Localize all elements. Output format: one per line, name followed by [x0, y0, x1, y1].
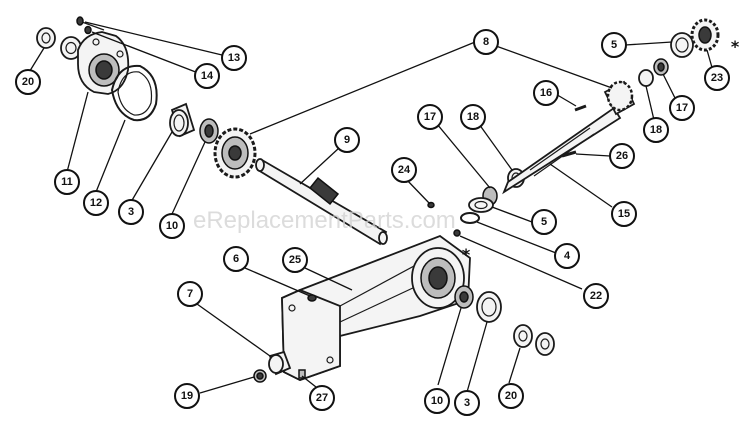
callout-10-top: 10 — [159, 213, 185, 239]
svg-text:16: 16 — [540, 87, 552, 99]
bearing-cone-part-17-right — [653, 58, 669, 76]
svg-text:25: 25 — [289, 254, 301, 266]
callout-20-bottom: 20 — [498, 383, 524, 409]
gasket-part-12 — [110, 64, 158, 122]
svg-text:23: 23 — [711, 72, 723, 84]
svg-text:9: 9 — [344, 134, 350, 146]
seal-part-5-right — [670, 32, 694, 58]
bearing-cup-part-3-top — [169, 102, 196, 138]
callout-23: 23 — [704, 65, 730, 91]
svg-text:4: 4 — [564, 250, 571, 262]
callout-16: 16 — [533, 80, 559, 106]
callout-17-mid: 17 — [417, 104, 443, 130]
ring-part-4 — [460, 212, 480, 224]
callout-18-right: 18 — [643, 117, 669, 143]
svg-text:19: 19 — [181, 390, 193, 402]
svg-text:10: 10 — [166, 220, 178, 232]
svg-text:15: 15 — [618, 208, 630, 220]
svg-text:26: 26 — [616, 150, 628, 162]
worm-shaft-part-15 — [502, 106, 622, 195]
screw-part-13 — [76, 16, 105, 31]
callout-8: 8 — [473, 29, 499, 55]
housing-part-25 — [281, 234, 471, 381]
callout-3-bottom: 3 — [454, 390, 480, 416]
washer-part-14 — [84, 25, 92, 35]
pin-part-16 — [574, 104, 587, 112]
gear-part-8-left — [213, 127, 257, 179]
svg-text:17: 17 — [424, 111, 436, 123]
asterisk-mark-housing: * — [462, 245, 471, 264]
callout-5-mid: 5 — [531, 209, 557, 235]
svg-text:24: 24 — [398, 164, 411, 176]
callout-26: 26 — [609, 143, 635, 169]
svg-text:10: 10 — [431, 395, 443, 407]
svg-text:27: 27 — [316, 392, 328, 404]
svg-text:3: 3 — [464, 397, 470, 409]
pin-part-26 — [561, 150, 577, 158]
callout-19: 19 — [174, 383, 200, 409]
svg-text:5: 5 — [541, 216, 547, 228]
pin-part-6 — [307, 294, 317, 302]
plug-part-22 — [453, 229, 461, 237]
callout-12: 12 — [83, 190, 109, 216]
svg-text:8: 8 — [483, 36, 489, 48]
svg-text:22: 22 — [590, 290, 602, 302]
bearing-cone-part-10-bottom — [454, 285, 474, 309]
svg-text:11: 11 — [61, 176, 73, 188]
bearing-cone-part-10-top — [199, 118, 219, 144]
bearing-cap-part-11 — [77, 31, 130, 95]
callout-7: 7 — [177, 281, 203, 307]
callout-6: 6 — [223, 246, 249, 272]
callout-17-right: 17 — [669, 95, 695, 121]
callout-10-bottom: 10 — [424, 388, 450, 414]
callout-13: 13 — [221, 45, 247, 71]
svg-text:20: 20 — [505, 390, 517, 402]
callout-27: 27 — [309, 385, 335, 411]
callout-9: 9 — [334, 127, 360, 153]
callout-4: 4 — [554, 243, 580, 269]
asterisk-mark-right: * — [731, 37, 740, 56]
svg-text:6: 6 — [233, 253, 239, 265]
washer-part-20-top — [36, 27, 82, 60]
svg-text:12: 12 — [90, 197, 102, 209]
callout-25: 25 — [282, 247, 308, 273]
callout-18-mid: 18 — [460, 104, 486, 130]
washer-part-20-bottom — [513, 324, 555, 356]
callout-3-top: 3 — [118, 199, 144, 225]
svg-text:17: 17 — [676, 102, 688, 114]
svg-text:13: 13 — [228, 52, 240, 64]
set-screw-part-27 — [298, 369, 306, 379]
callout-20-top: 20 — [15, 69, 41, 95]
cap-part-23 — [690, 18, 720, 52]
svg-text:14: 14 — [201, 70, 214, 82]
svg-text:18: 18 — [467, 111, 479, 123]
callout-22: 22 — [583, 283, 609, 309]
worm-gear-part-8-right — [603, 80, 636, 116]
svg-text:3: 3 — [128, 206, 134, 218]
callout-5-right: 5 — [601, 32, 627, 58]
callout-24: 24 — [391, 157, 417, 183]
shaft-part-9 — [255, 158, 388, 246]
bearing-cup-part-3-bottom — [476, 291, 502, 323]
svg-text:7: 7 — [187, 288, 193, 300]
svg-text:20: 20 — [22, 76, 34, 88]
watermark-text: eReplacementParts.com — [193, 207, 456, 234]
svg-text:18: 18 — [650, 124, 662, 136]
nut-part-19 — [253, 369, 267, 383]
bushing-part-7 — [268, 350, 292, 376]
seal-part-5-mid — [468, 197, 494, 213]
callout-11: 11 — [54, 169, 80, 195]
callout-14: 14 — [194, 63, 220, 89]
bearing-cup-part-18-right — [638, 69, 654, 87]
svg-text:5: 5 — [611, 39, 617, 51]
callout-15: 15 — [611, 201, 637, 227]
